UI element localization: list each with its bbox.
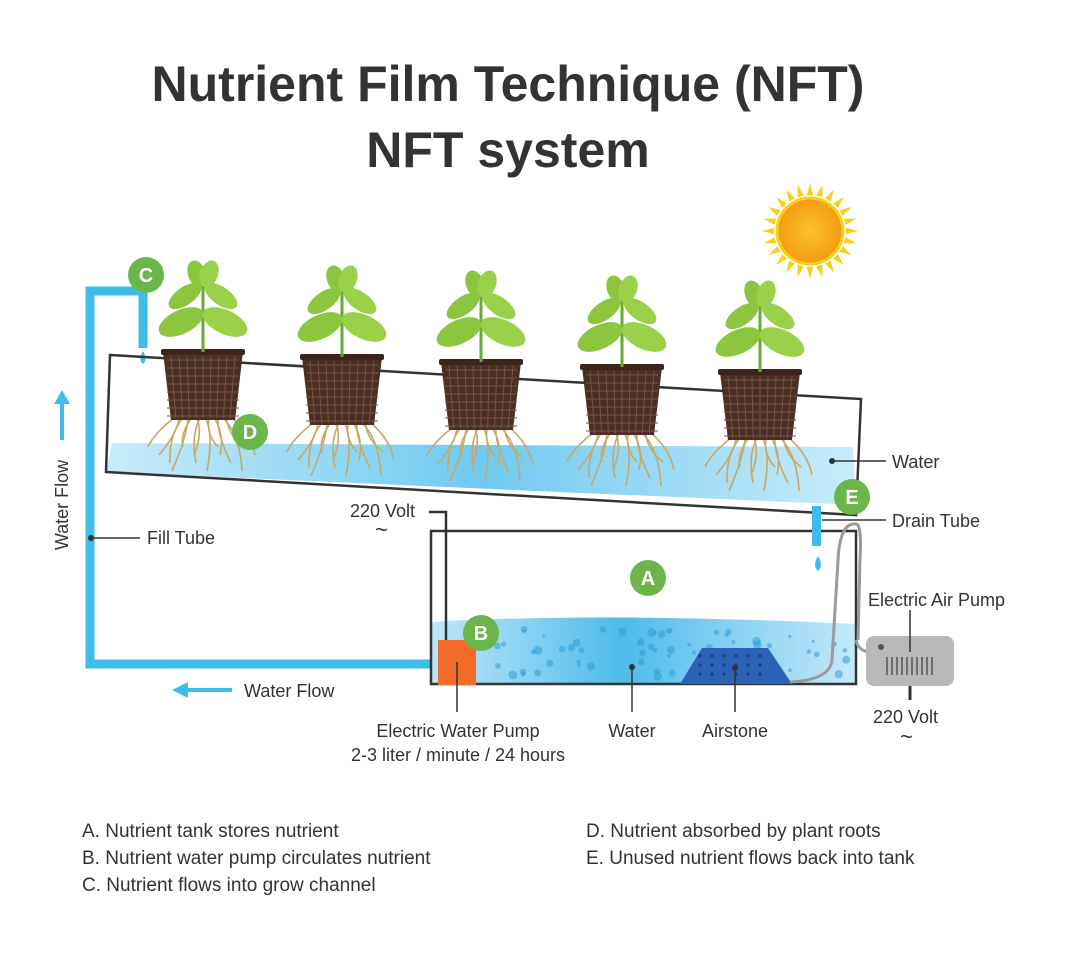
fill-tube <box>85 286 440 669</box>
badge-d: D <box>232 414 268 450</box>
airstone-label: Airstone <box>702 721 768 741</box>
plant-icon <box>425 270 534 482</box>
air-hose <box>789 522 862 684</box>
pump-rate-label: 2-3 liter / minute / 24 hours <box>351 745 565 765</box>
air-pump-icon <box>866 636 954 700</box>
legend-left: A. Nutrient tank stores nutrient B. Nutr… <box>82 818 431 899</box>
svg-text:D: D <box>243 422 257 444</box>
svg-text:A: A <box>641 568 655 590</box>
plants <box>147 260 813 492</box>
ac-symbol-air: ~ <box>900 724 913 749</box>
arrow-up-icon <box>54 390 70 440</box>
nutrient-tank <box>429 529 858 686</box>
badge-c: C <box>128 257 164 293</box>
water-flow-bottom-label: Water Flow <box>244 681 335 701</box>
badge-a: A <box>630 560 666 596</box>
fill-tube-label: Fill Tube <box>147 528 215 548</box>
electric-water-pump-label: Electric Water Pump <box>376 721 539 741</box>
badge-e: E <box>834 479 870 515</box>
arrow-left-icon <box>172 682 232 698</box>
diagram-title: Nutrient Film Technique (NFT) <box>151 56 865 112</box>
diagram-subtitle: NFT system <box>366 122 650 178</box>
badge-b: B <box>463 615 499 651</box>
bubbles <box>494 626 851 681</box>
ac-symbol-pump: ~ <box>375 517 388 542</box>
legend-item: C. Nutrient flows into grow channel <box>82 875 376 896</box>
water-flow-vertical-label: Water Flow <box>52 459 72 550</box>
plant-icon <box>566 275 675 487</box>
drain-tube-label: Drain Tube <box>892 511 980 531</box>
plant-icon <box>147 260 256 472</box>
legend-item: E. Unused nutrient flows back into tank <box>586 848 915 869</box>
air-pump-voltage-label: 220 Volt <box>873 707 938 727</box>
water-drop-icon <box>815 556 821 571</box>
legend-item: D. Nutrient absorbed by plant roots <box>586 821 881 842</box>
pump-voltage-label: 220 Volt <box>350 501 415 521</box>
svg-text:E: E <box>845 487 858 509</box>
drain-tube <box>812 506 821 546</box>
svg-text:C: C <box>139 265 153 287</box>
legend-item: A. Nutrient tank stores nutrient <box>82 821 339 842</box>
pump-power-cable <box>429 510 448 640</box>
plant-icon <box>704 280 813 492</box>
sun-icon <box>762 183 858 279</box>
plant-icon <box>286 265 395 477</box>
legend-right: D. Nutrient absorbed by plant roots E. U… <box>586 818 914 872</box>
legend-item: B. Nutrient water pump circulates nutrie… <box>82 848 431 869</box>
electric-air-pump-label: Electric Air Pump <box>868 590 1005 610</box>
tank-water-label: Water <box>608 721 655 741</box>
channel-water-label: Water <box>892 452 939 472</box>
svg-text:B: B <box>474 623 488 645</box>
